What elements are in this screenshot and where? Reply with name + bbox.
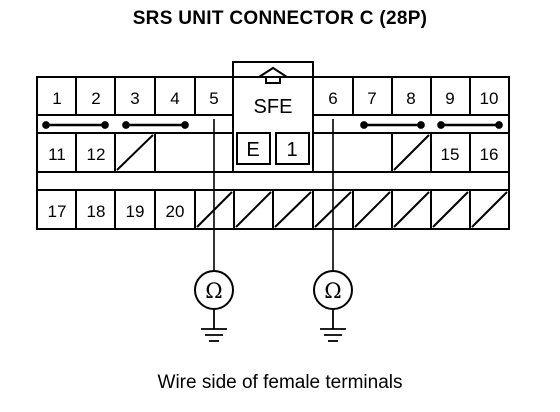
pin-label: 1 [52, 89, 61, 108]
connector-key-housing [37, 61, 509, 78]
pin-label: 8 [406, 89, 415, 108]
ohm-symbol: Ω [205, 279, 222, 303]
pin-label: 7 [367, 89, 376, 108]
pin-label: 16 [480, 145, 499, 164]
pin-label: 19 [126, 202, 145, 221]
ground-icon [201, 309, 227, 342]
ohmmeter-icon: Ω [313, 270, 353, 310]
pin-label: 15 [441, 145, 460, 164]
diagram-caption: Wire side of female terminals [157, 372, 403, 393]
pin-label: 9 [445, 89, 454, 108]
up-arrow-icon [255, 66, 291, 84]
pin-label: 3 [130, 89, 139, 108]
code-box-1 [275, 132, 310, 165]
pin-label: 12 [87, 145, 106, 164]
ohm-symbol: Ω [324, 279, 341, 303]
pin-label: 11 [48, 145, 66, 164]
code-box-e [236, 132, 271, 165]
pin-label: 18 [87, 202, 106, 221]
pin-label: 20 [166, 202, 185, 221]
code-label-1: 1 [286, 139, 297, 161]
pin-label: 4 [170, 89, 179, 108]
ohmmeter-icon: Ω [194, 270, 234, 310]
page-title: SRS UNIT CONNECTOR C (28P) [132, 8, 428, 29]
ground-icon [320, 309, 346, 342]
connector-type-label: SFE [254, 96, 293, 118]
pin-label: 6 [328, 89, 337, 108]
pin-label: 2 [91, 89, 100, 108]
pin-label: 10 [480, 89, 499, 108]
pin-label: 5 [209, 89, 218, 108]
code-label-e: E [246, 139, 259, 161]
pin-label: 17 [48, 202, 67, 221]
